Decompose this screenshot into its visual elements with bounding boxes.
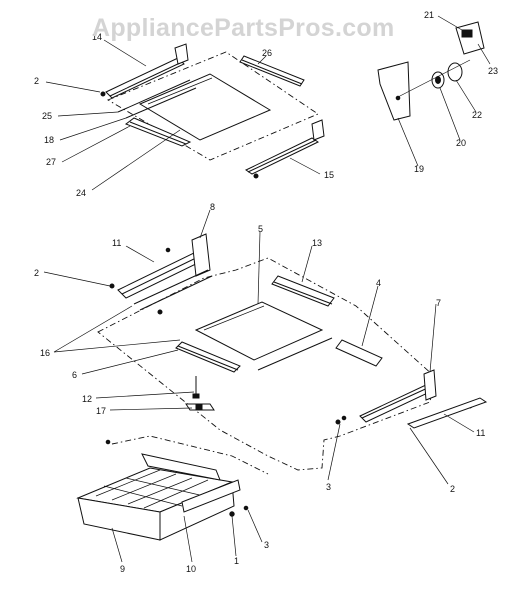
callout-17: 17 bbox=[96, 406, 106, 416]
callout-12: 12 bbox=[82, 394, 92, 404]
lower-shelf-outline bbox=[97, 257, 435, 471]
callout-8: 8 bbox=[210, 202, 215, 212]
upper-glass-shelf[interactable] bbox=[138, 73, 272, 141]
lower-side-trim[interactable] bbox=[335, 339, 383, 367]
callout-14: 14 bbox=[92, 32, 102, 42]
callout-3-lower: 3 bbox=[264, 540, 269, 550]
screw-drawer-top[interactable] bbox=[105, 439, 111, 445]
lower-left-inner-strip[interactable] bbox=[133, 269, 209, 305]
watermark-text: AppliancePartsPros.com bbox=[92, 14, 395, 42]
callout-1: 1 bbox=[234, 556, 239, 566]
bracket-19[interactable] bbox=[377, 61, 411, 121]
upper-strip-18[interactable] bbox=[125, 87, 197, 119]
lower-front-trim[interactable] bbox=[175, 341, 241, 373]
clip-17[interactable] bbox=[185, 403, 215, 411]
callout-20: 20 bbox=[456, 138, 466, 148]
callout-11-right: 11 bbox=[476, 428, 485, 438]
callout-19: 19 bbox=[414, 164, 424, 174]
roller-bracket-assembly bbox=[377, 21, 485, 121]
lower-back-trim[interactable] bbox=[271, 275, 335, 307]
callout-5: 5 bbox=[258, 224, 263, 234]
lower-shelf-assembly bbox=[97, 233, 488, 471]
callout-18: 18 bbox=[44, 135, 54, 145]
callout-22: 22 bbox=[472, 110, 482, 120]
drawer-divider-10[interactable] bbox=[141, 453, 241, 513]
screw-3a[interactable] bbox=[335, 419, 341, 425]
callout-7: 7 bbox=[436, 298, 441, 308]
lower-left-rail[interactable] bbox=[109, 233, 211, 299]
washer-20[interactable] bbox=[431, 71, 445, 89]
callout-9: 9 bbox=[120, 564, 125, 574]
upper-left-rail[interactable] bbox=[100, 43, 189, 99]
callout-15: 15 bbox=[324, 170, 334, 180]
callout-11-left: 11 bbox=[112, 238, 121, 248]
callout-13: 13 bbox=[312, 238, 322, 248]
screw-3b[interactable] bbox=[243, 505, 249, 511]
upper-back-trim-26[interactable] bbox=[239, 55, 305, 87]
callout-24: 24 bbox=[76, 188, 86, 198]
callout-2-left: 2 bbox=[34, 268, 39, 278]
lower-right-cover[interactable] bbox=[406, 397, 488, 429]
upper-strip-25[interactable] bbox=[117, 79, 191, 113]
upper-right-rail[interactable] bbox=[244, 119, 325, 179]
callout-26: 26 bbox=[262, 48, 272, 58]
upper-shelf-assembly bbox=[100, 43, 325, 179]
drawer-outline bbox=[111, 435, 269, 475]
callout-21: 21 bbox=[424, 10, 434, 20]
screw-1[interactable] bbox=[229, 511, 235, 517]
lower-center-strip[interactable] bbox=[257, 337, 333, 371]
roller-22[interactable] bbox=[447, 62, 463, 82]
crisper-drawer-assembly bbox=[76, 435, 269, 541]
callout-23: 23 bbox=[488, 66, 498, 76]
upper-front-trim[interactable] bbox=[124, 117, 192, 147]
callout-2-right: 2 bbox=[450, 484, 455, 494]
callout-3-mid: 3 bbox=[326, 482, 331, 492]
bracket-axis bbox=[395, 59, 471, 99]
lower-left-inner-strip-2[interactable] bbox=[139, 275, 213, 311]
callout-4: 4 bbox=[376, 278, 381, 288]
callout-10: 10 bbox=[186, 564, 196, 574]
leader-lines bbox=[43, 15, 491, 563]
callout-2-upper: 2 bbox=[34, 76, 39, 86]
callout-25: 25 bbox=[42, 111, 52, 121]
guide-23[interactable] bbox=[455, 21, 485, 55]
callout-labels: 14 2 25 18 27 24 26 15 21 23 22 20 19 8 … bbox=[34, 10, 498, 574]
callout-27: 27 bbox=[46, 157, 56, 167]
drawer-9[interactable] bbox=[76, 467, 235, 541]
lower-glass-shelf[interactable] bbox=[194, 301, 324, 361]
callout-6: 6 bbox=[72, 370, 77, 380]
lower-right-rail[interactable] bbox=[341, 369, 473, 423]
callout-16: 16 bbox=[40, 348, 50, 358]
clip-12[interactable] bbox=[192, 376, 200, 399]
